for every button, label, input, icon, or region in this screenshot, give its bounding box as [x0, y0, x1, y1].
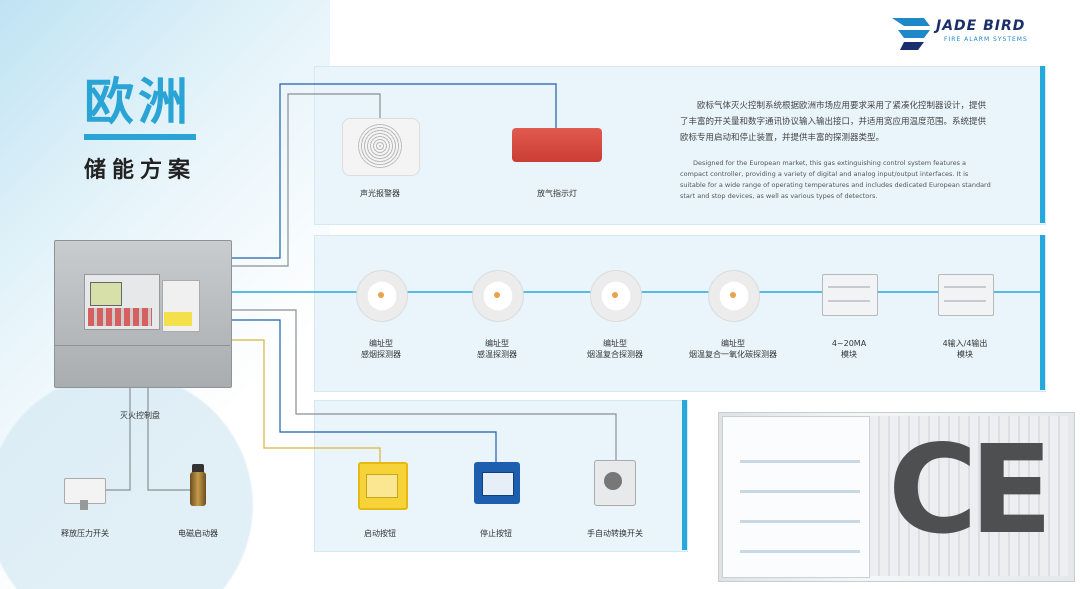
controller-label: 灭火控制盘 [100, 410, 180, 421]
module-terminal [944, 286, 986, 288]
detector-label: 编址型感温探测器 [452, 338, 542, 360]
detector-label: 编址型感烟探测器 [336, 338, 426, 360]
description-english: Designed for the European market, this g… [680, 158, 996, 202]
manual-device-label: 手自动转换开关 [570, 528, 660, 539]
module-label: 4输入/4输出模块 [920, 338, 1010, 360]
solenoid-actuator-device [190, 472, 206, 506]
cabinet-keypad [88, 308, 152, 326]
battery-rack-shelf [740, 460, 860, 463]
battery-rack-shelf [740, 490, 860, 493]
pressure-switch-pipe [80, 500, 88, 510]
alarm-label: 放气指示灯 [515, 188, 599, 199]
analog-module-icon [822, 274, 878, 316]
discharge-indicator-lamp [512, 128, 602, 162]
module-terminal [828, 300, 870, 302]
detector-led [378, 292, 384, 298]
battery-rack-shelf [740, 550, 860, 553]
detector-label: 编址型烟温复合探测器 [565, 338, 665, 360]
manual-device-label: 启动按钮 [340, 528, 420, 539]
alarm-label: 声光报警器 [340, 188, 420, 199]
module-terminal [944, 300, 986, 302]
speaker-grill-icon [358, 124, 402, 168]
module-terminal [828, 286, 870, 288]
switch-knob-icon [604, 472, 622, 490]
cabinet-lcd-screen [90, 282, 122, 306]
field-device-label: 释放压力开关 [40, 528, 130, 539]
detector-led [494, 292, 500, 298]
detector-led [612, 292, 618, 298]
cabinet-divider [54, 345, 230, 346]
io-module-icon [938, 274, 994, 316]
description-chinese: 欧标气体灭火控制系统根据欧洲市场应用要求采用了紧凑化控制器设计，提供了丰富的开关… [680, 98, 990, 146]
start-button-window [366, 474, 398, 498]
battery-rack-shelf [740, 520, 860, 523]
detector-led [730, 292, 736, 298]
manual-device-label: 停止按钮 [456, 528, 536, 539]
field-device-label: 电磁启动器 [160, 528, 236, 539]
ce-mark: CE [888, 420, 1045, 560]
detector-label: 编址型烟温复合一氧化碳探测器 [670, 338, 796, 360]
stop-button-window [482, 472, 514, 496]
cabinet-warning-label [164, 312, 192, 326]
container-open-bay [722, 416, 870, 578]
